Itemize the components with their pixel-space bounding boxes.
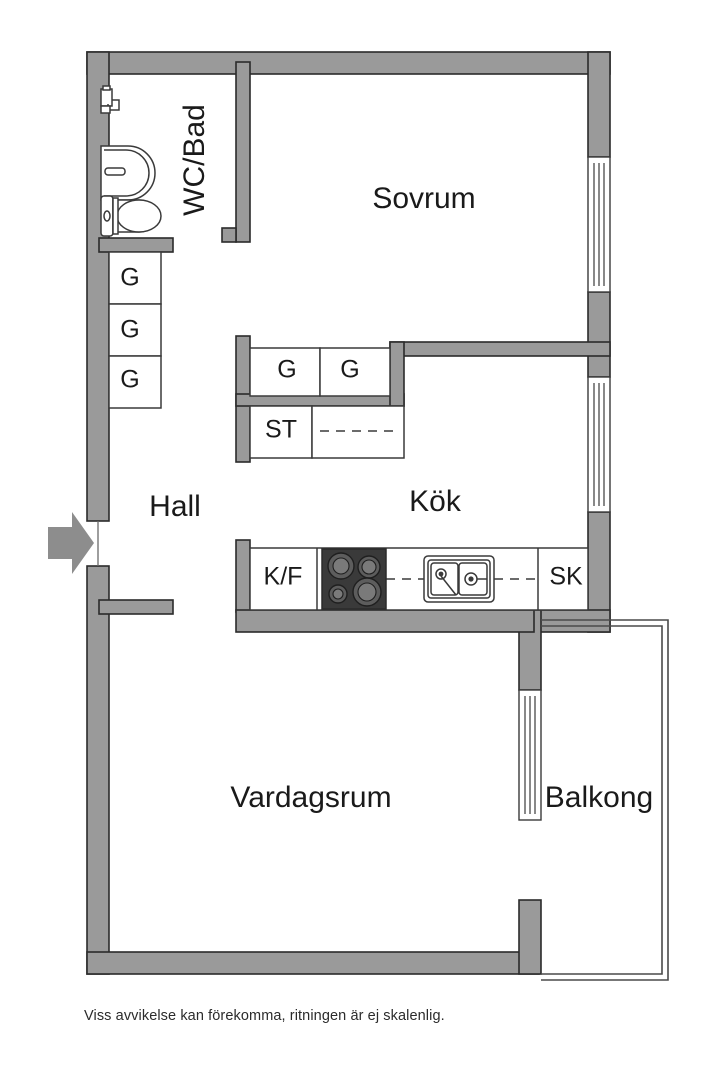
shower-mixer-icon (100, 85, 120, 114)
closet-box-kok-g-1 (249, 347, 321, 397)
room-label-hall: Hall (149, 490, 201, 523)
kitchen-sink-icon (423, 555, 495, 603)
wall-exterior-top (86, 51, 611, 75)
wall-wc-partition-vertical (235, 61, 251, 243)
wall-exterior-bottom (86, 951, 540, 975)
wall-kitchen-closet-right (389, 341, 405, 407)
wall-wc-partition-horizontal (98, 237, 174, 253)
closet-box-kok-st-extension (311, 405, 405, 459)
closet-label-kok-st: ST (265, 416, 297, 444)
wall-kitchen-bottom (235, 609, 535, 633)
room-label-balkong: Balkong (545, 781, 653, 814)
room-label-wc-bad: WC/Bad (178, 104, 211, 216)
closet-label-hall-g-1: G (120, 264, 139, 292)
wall-bedroom-bottom (389, 341, 611, 357)
closet-box-hall-g-3 (108, 355, 162, 409)
room-label-vardagsrum: Vardagsrum (230, 781, 391, 814)
stove-icon (321, 548, 387, 610)
kitchen-closets-group (249, 347, 405, 459)
closet-box-kok-g-2 (319, 347, 391, 397)
wall-wc-door-jamb (221, 227, 237, 243)
closet-label-kok-g-2: G (340, 356, 359, 384)
wall-exterior-right-middle (587, 291, 611, 378)
wall-living-balcony-lower (518, 899, 542, 975)
disclaimer-caption: Viss avvikelse kan förekomma, ritningen … (84, 1008, 445, 1024)
door-openings-group (97, 521, 99, 566)
wall-exterior-left-lower (86, 565, 110, 975)
wall-kitchen-left (235, 539, 251, 613)
balcony-door[interactable] (518, 689, 542, 821)
entrance-arrow-icon (48, 512, 94, 574)
window-kitchen (587, 376, 611, 513)
labels-group: WC/Bad Sovrum Hall Kök Vardagsrum Balkon… (120, 104, 653, 814)
hall-closets-group (108, 251, 162, 409)
balcony-railing (541, 619, 669, 981)
washbasin-icon (100, 145, 156, 201)
wall-exterior-left-upper (86, 51, 110, 522)
closet-box-hall-g-2 (108, 303, 162, 357)
appliance-label-fridge-freezer: K/F (264, 563, 303, 591)
wall-hall-living-partition (98, 599, 174, 615)
closet-label-kok-g-1: G (277, 356, 296, 384)
window-bedroom (587, 156, 611, 293)
bathroom-fixtures-group (100, 85, 162, 237)
room-label-sovrum: Sovrum (372, 182, 475, 215)
kitchen-counter-group (249, 547, 589, 611)
appliance-label-cabinet: SK (549, 563, 583, 591)
toilet-icon (100, 195, 162, 237)
entrance-door[interactable] (48, 512, 94, 574)
closet-label-hall-g-3: G (120, 366, 139, 394)
wall-exterior-right-top (587, 51, 611, 158)
closet-label-hall-g-2: G (120, 316, 139, 344)
room-label-kok: Kök (409, 485, 462, 518)
